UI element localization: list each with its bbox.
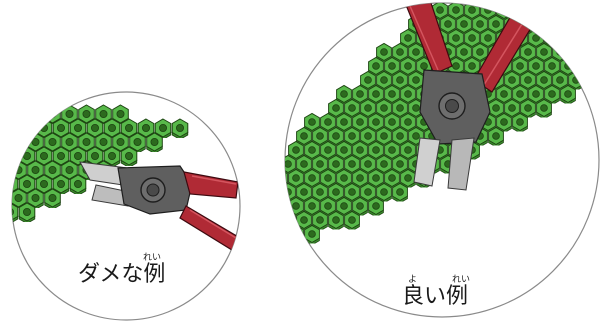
hex-nut (537, 15, 552, 34)
hex-nut (489, 127, 504, 146)
hex-nut (289, 225, 304, 244)
hex-nut (537, 99, 552, 118)
hex-nut (577, 1, 592, 20)
hex-nut (28, 105, 44, 126)
hex-nut (553, 15, 568, 34)
hex-nut (147, 133, 163, 154)
hex-nut (19, 203, 35, 224)
hex-nut (529, 1, 544, 20)
hex-nut (172, 119, 188, 140)
hex-nut (11, 105, 27, 126)
hex-nut (2, 119, 18, 140)
hex-nut (569, 43, 584, 62)
hex-nut (593, 57, 601, 76)
hex-nut (2, 203, 18, 224)
hex-nut (2, 147, 18, 168)
bad-example-ruby-rei: れい (143, 250, 161, 263)
hex-nut (329, 211, 344, 230)
good-example-ruby-rei: れい (452, 272, 470, 285)
hex-nut (561, 85, 576, 104)
hex-nut (593, 29, 601, 48)
hex-nut (19, 91, 35, 112)
hex-nut (121, 147, 137, 168)
hex-nut (577, 57, 592, 76)
hex-nut (369, 197, 384, 216)
hex-nut (569, 15, 584, 34)
hex-nut (585, 71, 600, 90)
hex-nut (585, 43, 600, 62)
bad-example-caption: ダメな例 (78, 264, 165, 286)
hex-nut (11, 133, 27, 154)
hex-nut (513, 113, 528, 132)
good-example-caption: 良い例 (402, 286, 468, 308)
hex-nut (45, 189, 61, 210)
good-example-panel (273, 0, 601, 317)
hex-nut (593, 1, 601, 20)
hex-nut (513, 1, 528, 20)
good-example-ruby-yo: よ (408, 272, 417, 285)
hex-nut (70, 175, 86, 196)
hex-nut (561, 29, 576, 48)
hex-nut (577, 29, 592, 48)
hex-nut (585, 15, 600, 34)
hex-nut (273, 197, 288, 216)
hex-nut (2, 91, 18, 112)
hex-nut (305, 225, 320, 244)
hex-nut (19, 119, 35, 140)
hex-nut (561, 1, 576, 20)
hex-nut (345, 211, 360, 230)
hex-nut (281, 211, 296, 230)
hex-nut (273, 225, 288, 244)
hex-nut (545, 1, 560, 20)
hex-nut (393, 183, 408, 202)
